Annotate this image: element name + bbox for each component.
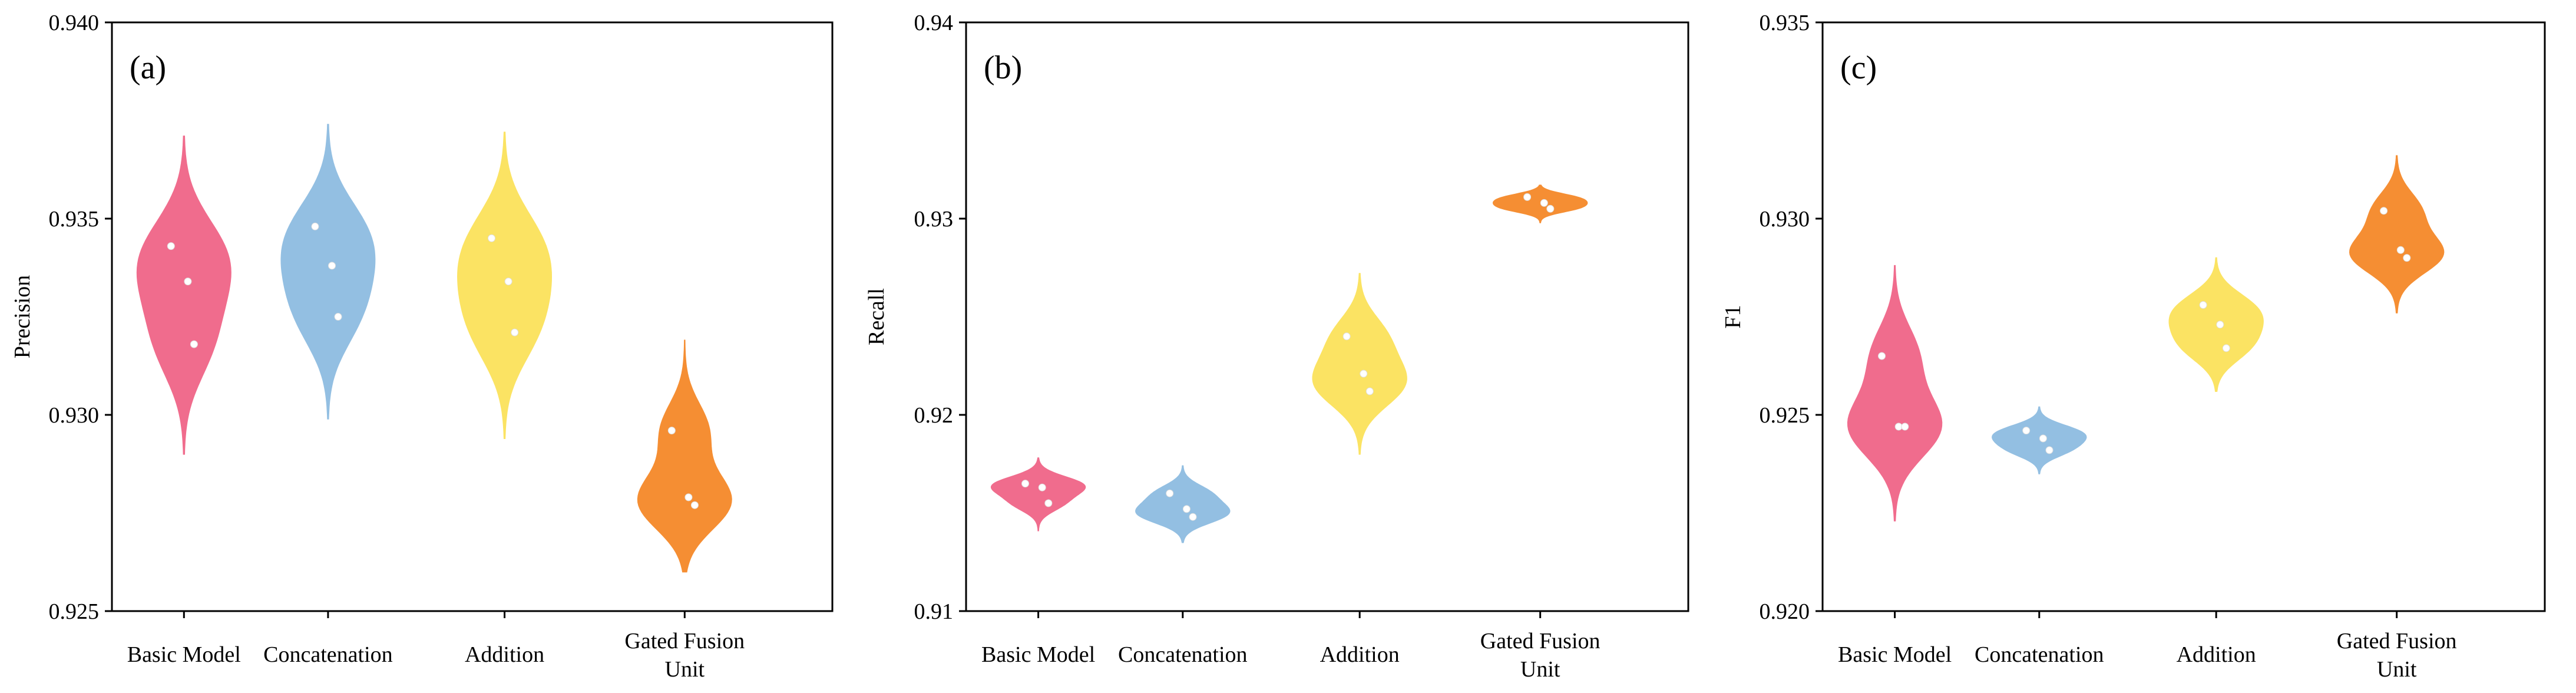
- data-point-3-1-3: [1901, 423, 1909, 431]
- x-tick-label: Unit: [1520, 657, 1560, 682]
- violin-1-3: [457, 131, 553, 439]
- x-tick-label: Unit: [2377, 657, 2417, 682]
- plot-frame: [111, 21, 834, 612]
- data-point-1-4-1: [667, 427, 676, 435]
- y-tick-label: 0.94: [914, 11, 954, 35]
- data-point-3-2-3: [2045, 446, 2053, 454]
- data-point-3-4-2: [2396, 246, 2405, 254]
- y-tick-label: 0.92: [914, 403, 954, 428]
- violin-3-1: [1847, 265, 1943, 522]
- violin-1-1: [136, 136, 232, 455]
- x-tick-label: Addition: [1320, 642, 1400, 667]
- data-point-1-2-2: [328, 262, 336, 270]
- y-tick-label: 0.935: [49, 207, 100, 232]
- violin-3-3: [2168, 257, 2264, 392]
- plot-frame: [965, 21, 1689, 612]
- y-tick-label: 0.93: [914, 207, 954, 232]
- data-point-1-1-2: [184, 278, 192, 286]
- panel-label: (c): [1840, 50, 1877, 86]
- data-point-1-2-1: [311, 222, 319, 230]
- data-point-3-3-3: [2222, 344, 2230, 352]
- y-axis-label: Precision: [10, 275, 35, 358]
- panel-label: (b): [984, 50, 1022, 86]
- violin-2-2: [1135, 465, 1231, 543]
- violin-1-2: [280, 124, 376, 420]
- data-point-1-3-3: [511, 328, 519, 336]
- data-point-3-4-1: [2380, 207, 2388, 215]
- data-point-1-3-1: [488, 234, 495, 242]
- y-tick-label: 0.935: [1760, 11, 1810, 35]
- data-point-2-1-2: [1038, 483, 1046, 491]
- data-point-2-2-1: [1166, 489, 1174, 497]
- data-point-3-1-1: [1878, 352, 1886, 360]
- y-tick-label: 0.930: [49, 403, 100, 428]
- y-tick-label: 0.920: [1760, 599, 1810, 624]
- violin-2-4: [1492, 184, 1588, 223]
- y-axis-label: Recall: [864, 288, 889, 345]
- y-tick-label: 0.925: [1760, 403, 1810, 428]
- data-point-2-3-3: [1365, 387, 1374, 395]
- data-point-2-1-1: [1021, 480, 1029, 488]
- x-tick-label: Unit: [665, 657, 705, 682]
- y-tick-label: 0.925: [49, 599, 100, 624]
- data-point-1-2-3: [334, 313, 342, 321]
- data-point-2-1-3: [1044, 499, 1053, 507]
- data-point-2-2-2: [1182, 505, 1191, 513]
- data-point-3-4-3: [2403, 254, 2411, 262]
- data-point-1-1-3: [190, 340, 198, 348]
- data-point-2-2-3: [1189, 513, 1197, 521]
- y-tick-label: 0.940: [49, 11, 100, 35]
- violin-2-3: [1312, 273, 1407, 455]
- x-tick-label: Basic Model: [1838, 642, 1952, 667]
- violin-2-1: [990, 457, 1086, 532]
- y-tick-label: 0.930: [1760, 207, 1810, 232]
- data-point-1-1-1: [167, 242, 175, 250]
- x-tick-label: Gated Fusion: [2337, 629, 2457, 654]
- x-tick-label: Concatenation: [1975, 642, 2104, 667]
- violin-1-4: [637, 339, 732, 573]
- data-point-2-4-3: [1546, 204, 1555, 213]
- data-point-2-4-1: [1523, 193, 1532, 201]
- x-tick-label: Concatenation: [1118, 642, 1247, 667]
- data-point-2-3-1: [1342, 332, 1351, 341]
- panel-label: (a): [130, 50, 166, 86]
- x-tick-label: Gated Fusion: [1480, 629, 1601, 654]
- y-tick-label: 0.91: [914, 599, 954, 624]
- x-tick-label: Basic Model: [127, 642, 241, 667]
- data-point-2-4-2: [1540, 199, 1548, 207]
- x-tick-label: Gated Fusion: [624, 629, 745, 654]
- x-tick-label: Addition: [465, 642, 544, 667]
- data-point-2-3-2: [1360, 369, 1368, 378]
- data-point-1-4-2: [684, 493, 693, 501]
- data-point-3-3-2: [2216, 321, 2224, 329]
- x-tick-label: Addition: [2177, 642, 2256, 667]
- x-tick-label: Concatenation: [263, 642, 392, 667]
- data-point-3-2-1: [2022, 427, 2031, 435]
- violin-3-2: [1992, 406, 2087, 474]
- x-tick-label: Basic Model: [981, 642, 1095, 667]
- violin-3-4: [2349, 155, 2445, 314]
- data-point-3-2-2: [2039, 434, 2047, 443]
- plot-frame: [1821, 21, 2546, 612]
- y-axis-label: F1: [1721, 305, 1745, 328]
- data-point-3-3-1: [2199, 301, 2207, 309]
- data-point-1-4-3: [690, 501, 699, 509]
- data-point-1-3-2: [504, 278, 512, 286]
